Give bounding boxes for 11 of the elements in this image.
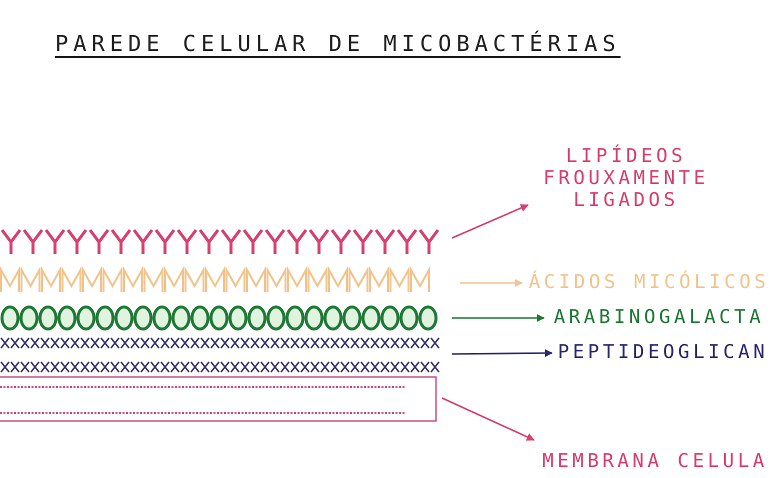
arrow [452, 349, 553, 358]
layer-label: LIPÍDEOS FROUXAMENTE LIGADOS [542, 145, 710, 211]
arrow [452, 204, 529, 239]
layer-label: ARABINOGALACTA [552, 306, 766, 328]
arrow [460, 279, 523, 287]
arrow [442, 397, 535, 441]
layer-label: ÁCIDOS MICÓLICOS [528, 271, 770, 293]
layer-label: MEMBRANA CELULA [541, 450, 769, 472]
title: PAREDE CELULAR DE MICOBACTÉRIAS [55, 32, 621, 57]
layer-label: PEPTIDEOGLICAN [556, 341, 770, 363]
arrow [452, 314, 545, 322]
